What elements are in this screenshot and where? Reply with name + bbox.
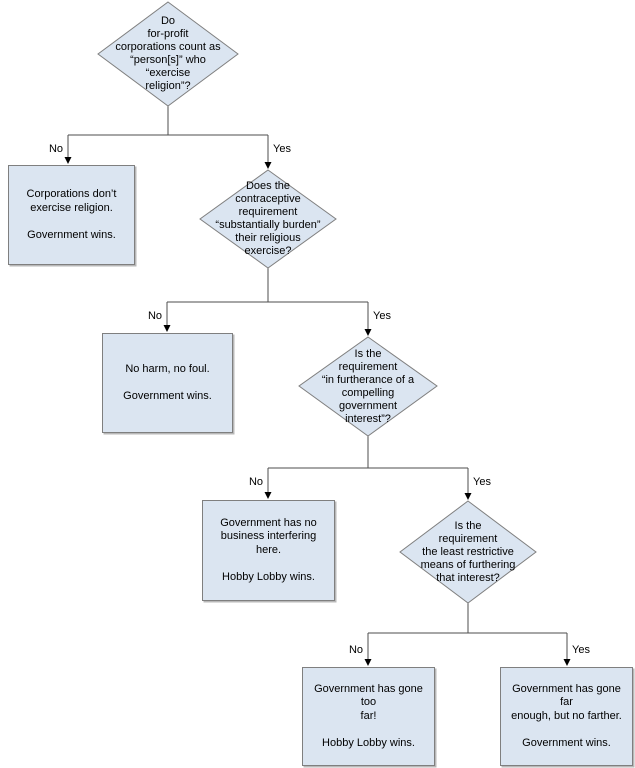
connector-level-3: [267, 436, 469, 494]
arrowhead-yes-3: [464, 493, 472, 500]
arrowhead-no-4: [364, 659, 372, 666]
arrowhead-yes-2: [364, 329, 372, 336]
decision-diamond-4-shape: [399, 500, 537, 604]
outcome-box-corporations-dont-exercise: Corporations don’t exercise religion. Go…: [8, 165, 135, 265]
connector-level-2: [166, 268, 369, 330]
connector-level-1: [67, 106, 269, 163]
outcome-box-far-enough: Government has gone far enough, but no f…: [500, 667, 633, 766]
arrowhead-no-3: [264, 492, 272, 499]
outcome-box-no-harm-no-foul: No harm, no foul. Government wins.: [102, 333, 233, 433]
arrowhead-no-2: [163, 325, 171, 332]
arrowhead-no-1: [64, 157, 72, 164]
edge-label-yes-2: Yes: [373, 310, 391, 322]
decision-node-burden-text: Does the contraceptive requirement “subs…: [215, 180, 321, 257]
edge-label-no-3: No: [248, 476, 263, 488]
outcome-box-gone-too-far: Government has gone too far! Hobby Lobby…: [302, 667, 435, 766]
edge-label-no-2: No: [147, 310, 162, 322]
decision-node-least-restrictive-text: Is the requirement the least restrictive…: [420, 519, 516, 584]
connector-level-4: [367, 603, 568, 660]
arrowhead-yes-4: [563, 659, 571, 666]
decision-diamond-2-shape: [199, 169, 337, 269]
outcome-box-no-business-interfering: Government has no business interfering h…: [202, 500, 335, 601]
edge-label-yes-1: Yes: [273, 143, 291, 155]
decision-node-compelling-interest-text: Is the requirement “in furtherance of a …: [321, 347, 415, 425]
arrowhead-yes-1: [264, 162, 272, 169]
decision-node-person-text: Do for-profit corporations count as “per…: [115, 15, 221, 92]
decision-diamond-3-shape: [298, 336, 438, 437]
edge-label-no-1: No: [48, 143, 63, 155]
edge-label-no-4: No: [348, 644, 363, 656]
edge-label-yes-4: Yes: [572, 644, 590, 656]
decision-diamond-1-shape: [97, 1, 239, 107]
edge-label-yes-3: Yes: [473, 476, 491, 488]
